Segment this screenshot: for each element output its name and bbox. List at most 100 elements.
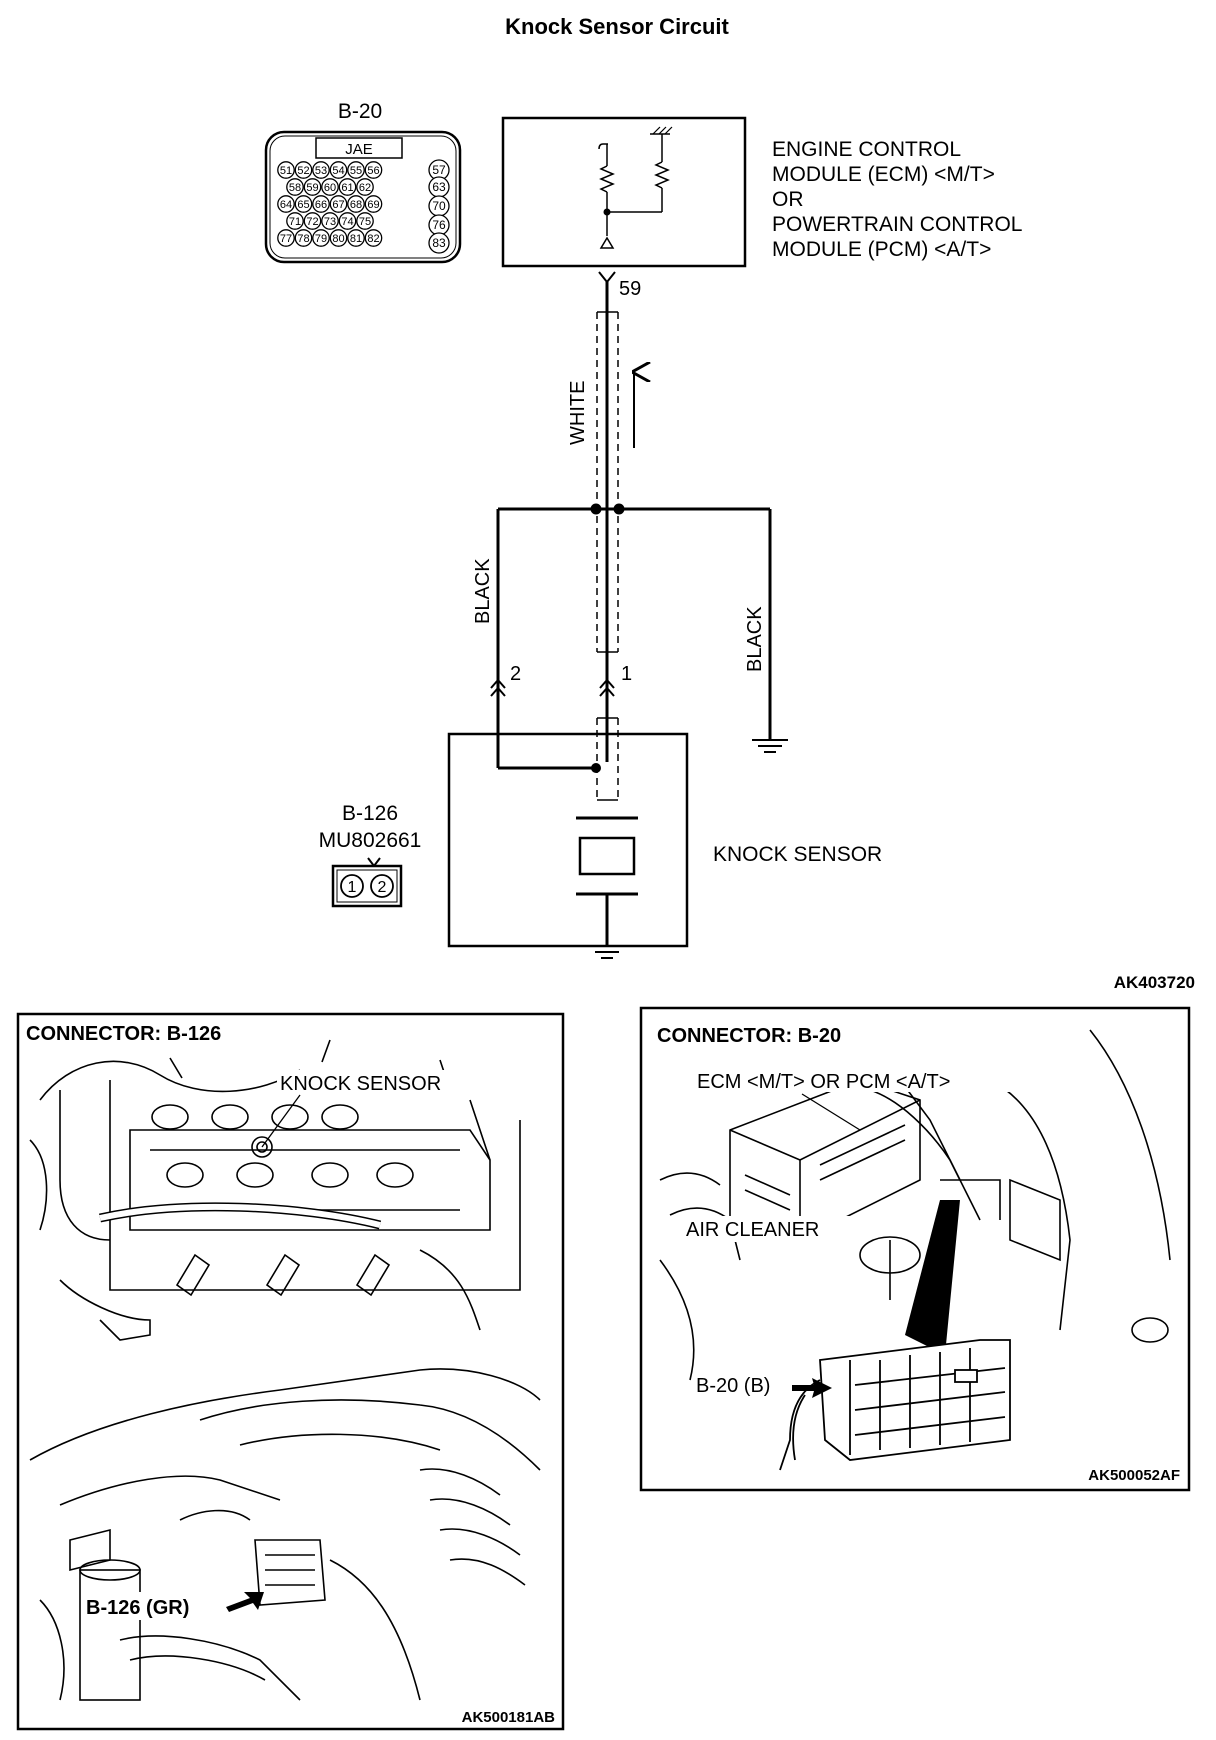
ecm-label-line-5: MODULE (PCM) <A/T>: [772, 238, 991, 261]
engine-illustration-upper: [29, 1039, 521, 1341]
left-connector-label: B-126 (GR): [86, 1597, 189, 1619]
ecm-pin-label: 59: [306, 182, 318, 194]
ecm-pin-label: 62: [359, 182, 371, 194]
ecm-pin-circle: [347, 195, 365, 213]
pointer-triangle: [905, 1200, 960, 1355]
ecm-pin-circle: [321, 178, 339, 196]
ecm-pin-label: 72: [306, 216, 318, 228]
ecm-pin-circle: [277, 229, 295, 247]
ecm-pin-circle: [338, 178, 357, 196]
ecm-pin-label: 68: [350, 199, 362, 211]
right-connector-arrow: [792, 1378, 832, 1398]
ecm-pin-circle: [347, 229, 365, 247]
ecm-module-box: [501, 116, 747, 268]
sensor-pin-1: 1: [348, 879, 357, 896]
ground-symbol-right: [752, 739, 788, 753]
ecm-pin-label: 66: [315, 199, 327, 211]
sensor-connector-id: B-126: [342, 802, 398, 825]
ecm-pin-circle: [277, 195, 295, 213]
wire-color-white: WHITE: [567, 381, 589, 445]
circuit-wiring: 59 WHITE BLACK 2 BLACK: [472, 271, 788, 768]
diagram-title: Knock Sensor Circuit: [505, 14, 729, 39]
ecm-pin-circle: [338, 212, 357, 230]
ecm-pin-label: 67: [332, 199, 344, 211]
knock-sensor-box: [447, 717, 689, 959]
ecm-pin-circle: [312, 195, 330, 213]
ecm-label-line-3: OR: [772, 188, 804, 211]
shield-upper: [596, 311, 619, 653]
right-photo-code: AK500052AF: [1088, 1467, 1180, 1484]
schematic-code: AK403720: [1114, 973, 1195, 992]
ecm-side-pin-label: 70: [432, 199, 446, 213]
ecm-pin-circle: [312, 161, 330, 179]
ecm-pin-label: 65: [297, 199, 309, 211]
sensor-terminal-2: 2: [510, 663, 521, 685]
sensor-pin-2: 2: [378, 879, 387, 896]
ecm-pin-circle: [303, 212, 322, 230]
left-photo-callout: KNOCK SENSOR: [280, 1073, 441, 1095]
ecm-pin-label: 56: [367, 165, 379, 177]
sensor-connector-part: MU802661: [319, 829, 422, 852]
ecm-pin-label: 55: [350, 165, 362, 177]
ecm-pin-circle: [286, 178, 304, 196]
ecm-pin-circle: [286, 212, 304, 230]
ecm-pin-circle: [364, 161, 383, 179]
ecm-connector-brand: JAE: [345, 141, 373, 158]
ecm-side-pin-label: 63: [432, 180, 446, 194]
ecm-pin-circle: [312, 229, 330, 247]
ecm-pin-circle: [329, 161, 348, 179]
right-connector-label: B-20 (B): [696, 1375, 770, 1397]
ecm-pin-circle: [364, 229, 383, 247]
ecm-side-pin-label: 83: [432, 236, 446, 250]
wire-color-black-left: BLACK: [472, 558, 494, 624]
ecm-pin-label: 58: [289, 182, 301, 194]
ecm-side-pin-label: 57: [432, 163, 446, 177]
air-cleaner-label: AIR CLEANER: [686, 1219, 819, 1241]
knock-sensor-label: KNOCK SENSOR: [713, 843, 882, 866]
ecm-pin-circle: [294, 195, 313, 213]
ecm-pin-label: 73: [324, 216, 336, 228]
ecm-pin-label: 80: [332, 233, 344, 245]
ecm-pin-label: 71: [289, 216, 301, 228]
ecm-pin-label: 53: [315, 165, 327, 177]
ecm-pin-label: 51: [280, 165, 292, 177]
ecm-connector-id: B-20: [338, 100, 382, 123]
ecm-pin-label: 81: [350, 233, 362, 245]
ecm-label-line-1: ENGINE CONTROL: [772, 138, 961, 161]
ecm-pin-label: 77: [280, 233, 292, 245]
photo-panel-left: CONNECTOR: B-126 KNOCK SENSOR B-126 (GR)…: [16, 1012, 565, 1731]
ecm-side-pin-circle: [428, 232, 450, 254]
wire-color-black-right: BLACK: [744, 606, 766, 672]
ecm-pin-label: 82: [367, 233, 379, 245]
ecm-pin-circle: [356, 178, 374, 196]
left-photo-code: AK500181AB: [462, 1709, 556, 1726]
ecm-pin-circle: [303, 178, 322, 196]
left-photo-header: CONNECTOR: B-126: [26, 1023, 221, 1045]
left-connector-arrow: [226, 1592, 264, 1612]
sensor-connector-b126: B-126 MU802661 1 2: [319, 802, 422, 908]
ecm-pin-label: 61: [341, 182, 353, 194]
ecm-pin-circle: [329, 229, 348, 247]
ecm-pin-label: 60: [324, 182, 336, 194]
ecm-label: ENGINE CONTROL MODULE (ECM) <M/T> OR POW…: [772, 138, 1022, 261]
ecm-pin-label: 74: [341, 216, 353, 228]
ecm-pin-circle: [277, 161, 295, 179]
right-photo-callout: ECM <M/T> OR PCM <A/T>: [697, 1071, 950, 1093]
ecm-pin-circle: [294, 229, 313, 247]
ecm-pin-circle: [294, 161, 313, 179]
ecm-side-pin-label: 76: [432, 218, 446, 232]
ecm-pin-label: 75: [359, 216, 371, 228]
ground-symbol-sensor: [589, 945, 625, 959]
ecm-pin-label: 52: [297, 165, 309, 177]
ecm-pin-circle: [321, 212, 339, 230]
ecm-pin-label: 79: [315, 233, 327, 245]
ecm-terminal-59: 59: [619, 278, 641, 300]
photo-panel-right: CONNECTOR: B-20 ECM <M/T> OR PCM <A/T> A…: [639, 1006, 1191, 1492]
engine-illustration-lower: [29, 1368, 541, 1701]
ecm-pin-label: 64: [280, 199, 292, 211]
ecm-pin-circle: [329, 195, 348, 213]
ecm-label-line-2: MODULE (ECM) <M/T>: [772, 163, 995, 186]
